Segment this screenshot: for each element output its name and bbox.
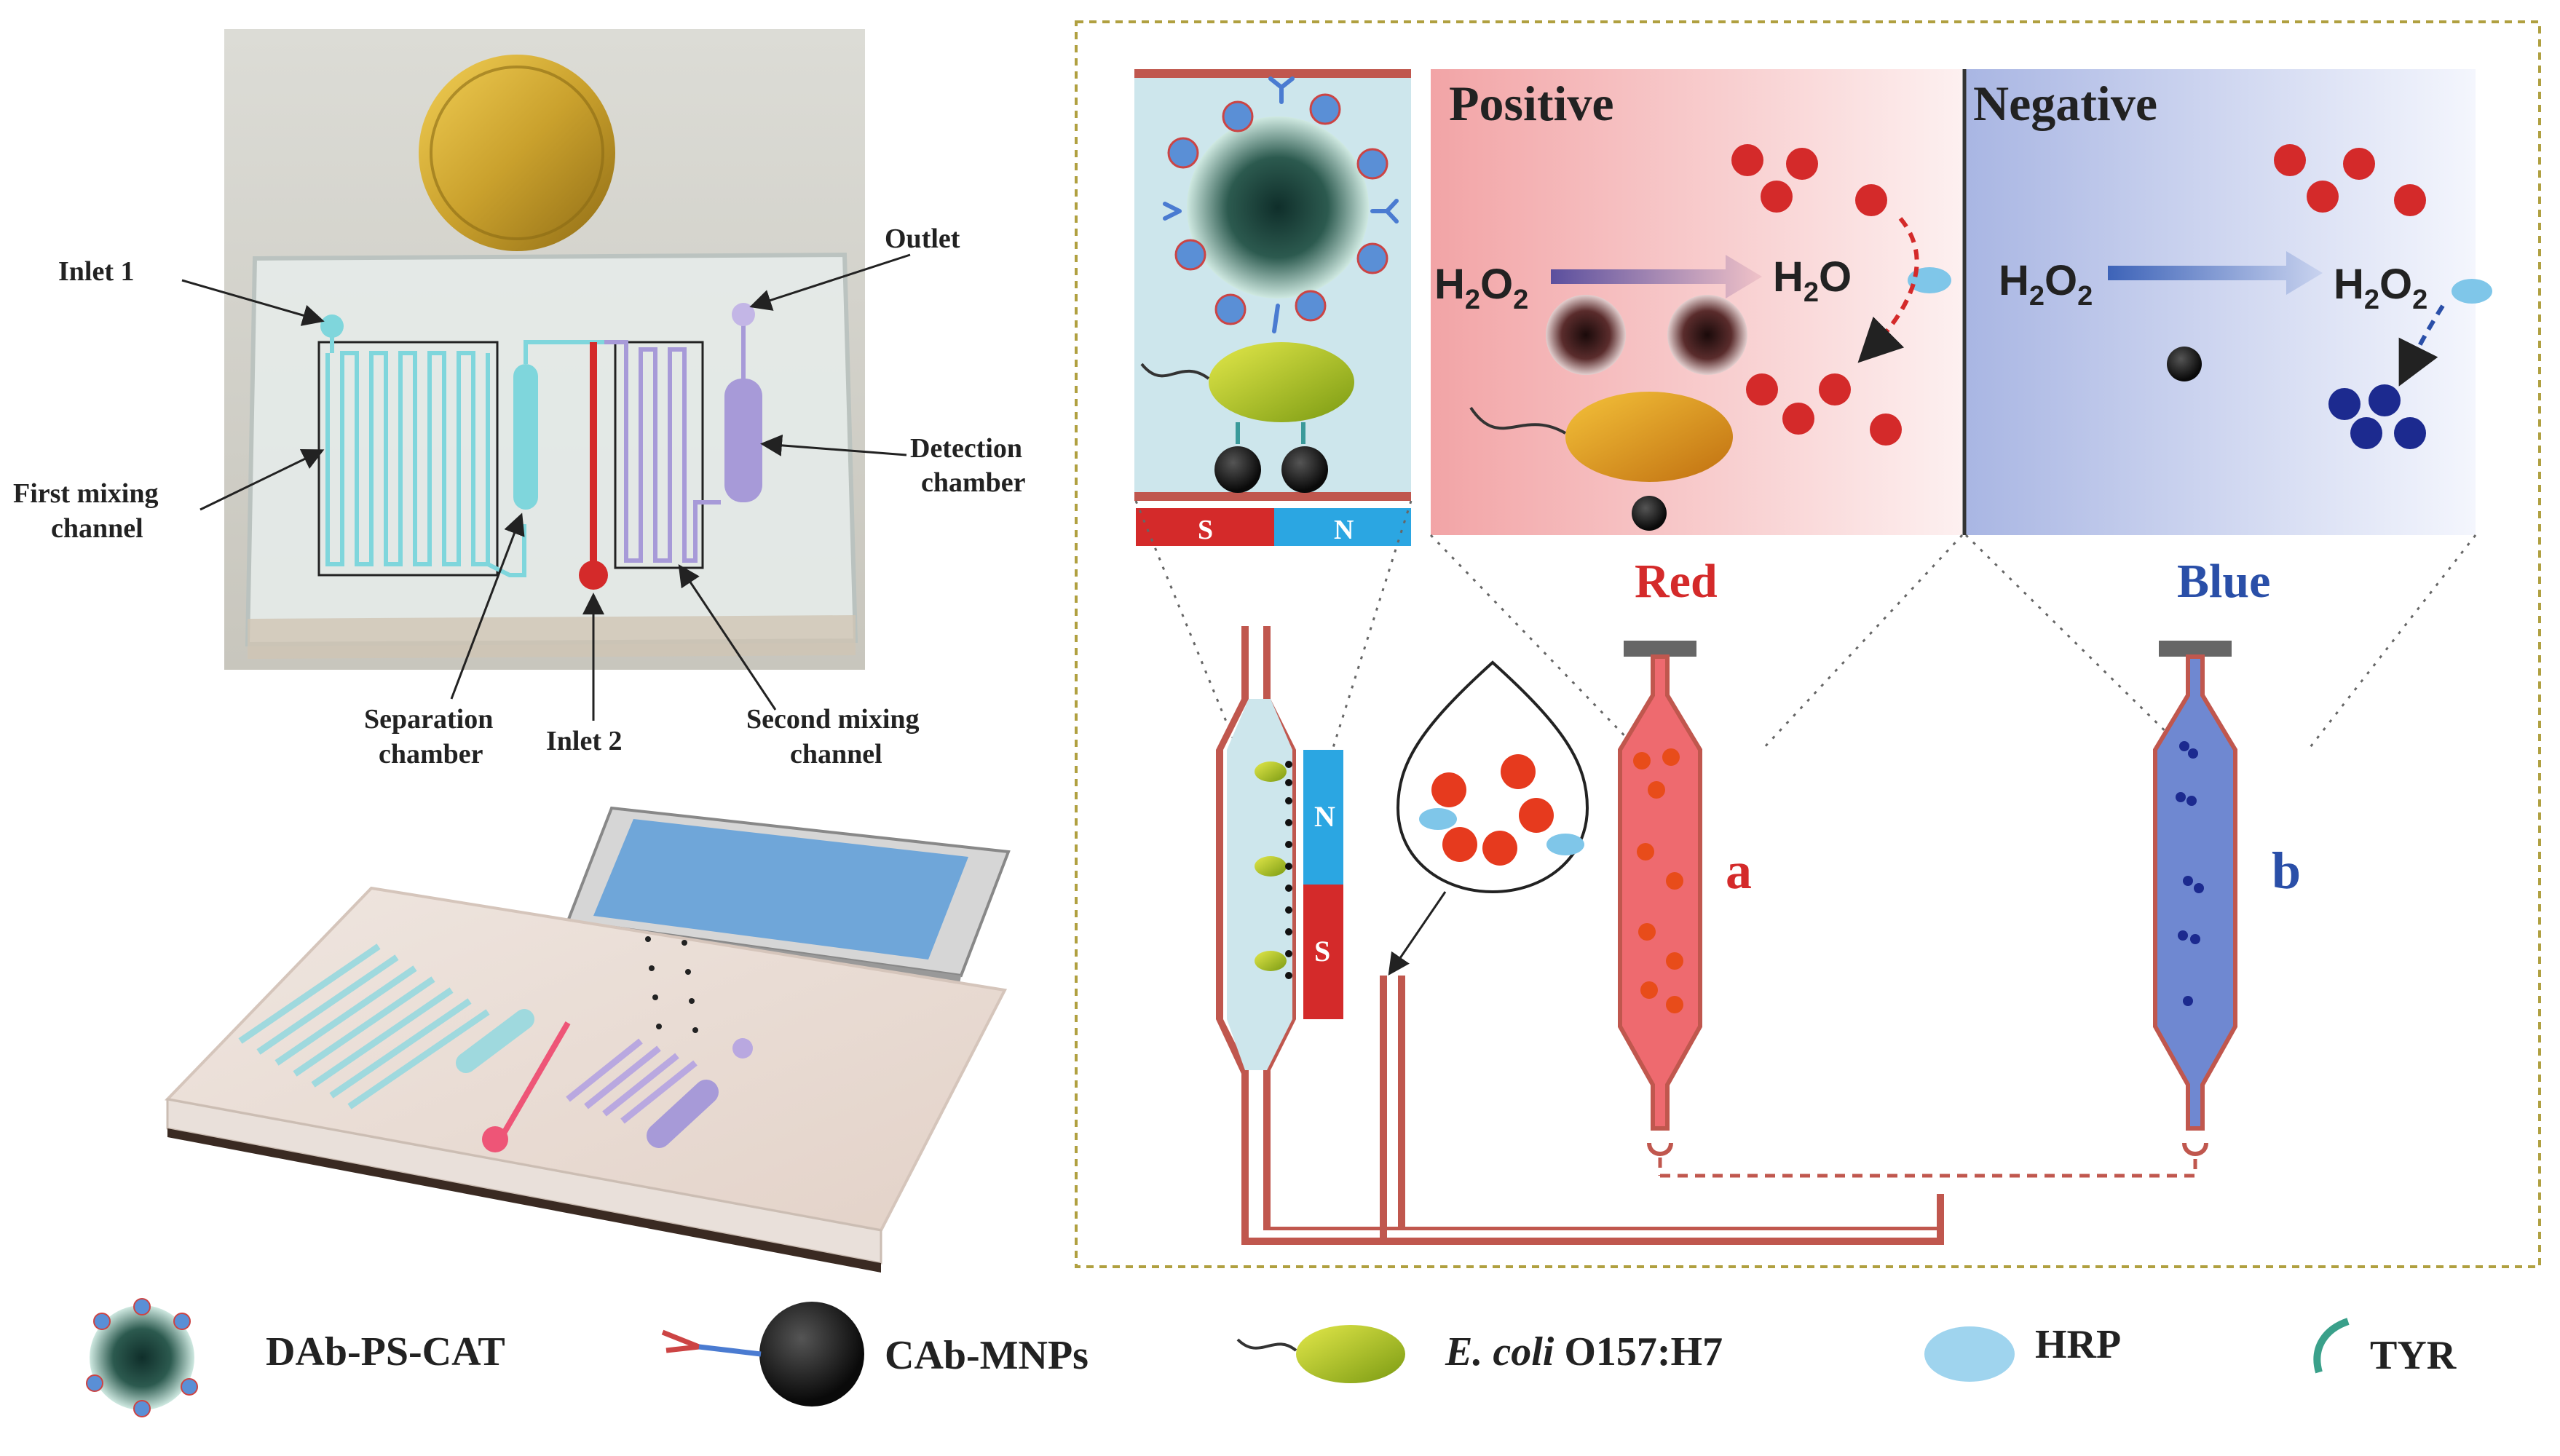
- magnet-n-label: N: [1334, 515, 1354, 545]
- positive-panel: Positive H2O2 H2O: [1431, 69, 1962, 535]
- neg-hrp: [2452, 279, 2492, 304]
- legend-ecoli-icon: [1296, 1325, 1405, 1383]
- side-magnet-s-label: S: [1314, 935, 1330, 968]
- label-separation-2: chamber: [379, 739, 483, 769]
- tube-a-label: a: [1726, 842, 1752, 900]
- label-first-mixing-2: channel: [51, 513, 143, 544]
- legend-cab-antibody: [661, 1329, 700, 1353]
- label-detection-1: Detection: [910, 433, 1022, 464]
- label-first-mixing-1: First mixing: [13, 478, 158, 509]
- outlet-port: [732, 303, 755, 326]
- legend: DAb-PS-CAT CAb-MNPs E. coli O157:H7 HRP …: [86, 1298, 2457, 1417]
- pos-hrp: [1908, 267, 1951, 293]
- second-mixing-channel: [604, 340, 721, 563]
- legend-tyr-icon: [2313, 1318, 2350, 1374]
- label-outlet: Outlet: [885, 223, 960, 254]
- ecoli-bacterium: [1209, 342, 1354, 422]
- pos-bacterium: [1565, 392, 1733, 482]
- label-second-mixing-2: channel: [790, 739, 882, 769]
- coin: [419, 55, 615, 251]
- magnet-s-label: S: [1198, 515, 1213, 545]
- detection-tube-b: [2153, 641, 2237, 1156]
- pos-mnp: [1632, 496, 1667, 531]
- pos-h2o-label: H2O: [1773, 253, 1852, 308]
- negative-bg: [1966, 69, 2476, 535]
- magnet-s: [1136, 508, 1274, 546]
- schematic-panel-border: [1075, 20, 2541, 1268]
- neg-arrow: [2108, 251, 2323, 295]
- second-mixing-box: [614, 341, 704, 569]
- label-second-mixing-1: Second mixing: [746, 704, 920, 735]
- chip-3d-schematic: [164, 806, 1011, 1273]
- neg-h2o2-label: H2O2: [1999, 257, 2093, 312]
- legend-hrp-icon: [1924, 1326, 2015, 1382]
- tube-b-label: b: [2272, 842, 2301, 900]
- pos-arrow: [1551, 255, 1762, 298]
- legend-tyr-label: TYR: [2370, 1333, 2457, 1378]
- legend-ecoli-label: E. coli O157:H7: [1445, 1329, 1723, 1374]
- red-label: Red: [1635, 555, 1718, 608]
- label-inlet1: Inlet 1: [58, 256, 135, 287]
- glass-chip: [245, 252, 858, 647]
- legend-cab-icon: [759, 1302, 864, 1406]
- side-magnet-n: [1303, 750, 1343, 885]
- capture-inset: S N: [1134, 69, 1411, 546]
- label-detection-2: chamber: [921, 467, 1026, 498]
- legend-hrp-label: HRP: [2035, 1322, 2121, 1367]
- blue-label: Blue: [2177, 555, 2270, 608]
- neg-h2o2-result: H2O2: [2334, 261, 2427, 315]
- tube-connection-dashed: [1660, 1158, 2197, 1178]
- positive-title: Positive: [1449, 76, 1614, 131]
- ps-sphere: [1187, 116, 1369, 298]
- legend-dab-label: DAb-PS-CAT: [266, 1329, 505, 1374]
- negative-title: Negative: [1973, 76, 2157, 131]
- mnp-1: [1214, 446, 1261, 493]
- side-magnet-n-label: N: [1314, 800, 1335, 833]
- reaction-droplet: [1388, 660, 1589, 976]
- side-magnet-s: [1303, 885, 1343, 1019]
- chip-photo: [181, 29, 911, 721]
- negative-panel: Negative H2O2 H2O2: [1962, 69, 2492, 535]
- separation-chamber: [513, 364, 538, 510]
- legend-cab-label: CAb-MNPs: [885, 1333, 1089, 1378]
- separation-chamber-schematic: N S: [1216, 626, 1944, 1245]
- legend-dab-icon: [90, 1305, 194, 1410]
- neg-mnp: [2167, 347, 2202, 381]
- detection-tube-a: [1618, 641, 1702, 1156]
- label-inlet2: Inlet 2: [546, 726, 623, 756]
- detection-chamber: [724, 379, 762, 502]
- pos-h2o2-label: H2O2: [1434, 261, 1528, 315]
- first-mixing-channel: [325, 351, 490, 566]
- mnp-2: [1281, 446, 1328, 493]
- inlet2-port: [579, 561, 608, 590]
- label-separation-1: Separation: [364, 704, 493, 735]
- magnet-n: [1274, 508, 1411, 546]
